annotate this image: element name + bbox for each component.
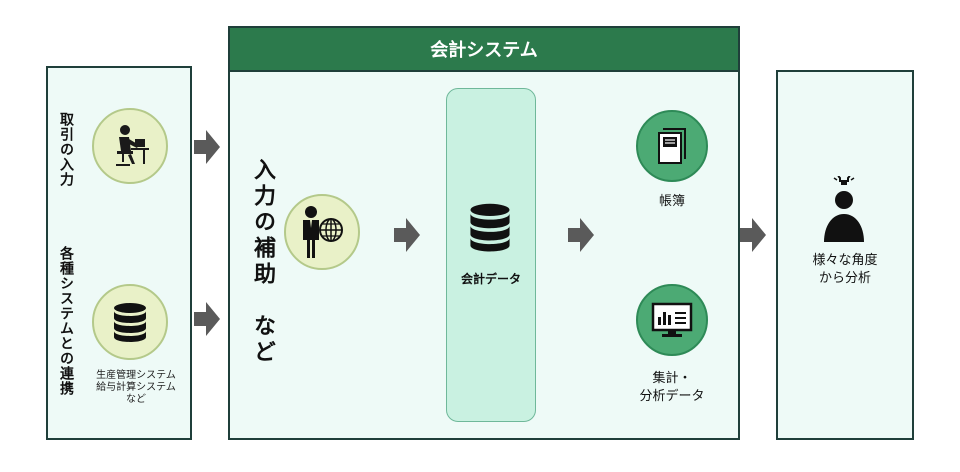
businessman-globe-icon [303, 206, 343, 258]
monitor-chart-circle [636, 284, 708, 356]
person-at-desk-icon [116, 125, 149, 166]
multi-angle-analysis-label: 様々な角度 から分析 [776, 252, 914, 288]
database-icon [114, 303, 146, 342]
systems-note-line-1: 生産管理システム [96, 370, 176, 381]
analysis-panel [776, 70, 914, 440]
database-circle-left [92, 284, 168, 360]
ledger-label: 帳簿 [658, 194, 685, 209]
arrow-right-icon [568, 218, 594, 252]
accounting-system-header: 会計システム [230, 28, 738, 72]
summary-analysis-label: 集計・ 分析データ [616, 370, 728, 406]
right-label-line-1: 様々な角度 [812, 253, 878, 268]
summary-label-line-1: 集計・ [652, 371, 692, 386]
person-at-desk-circle [92, 108, 168, 184]
monitor-chart-icon [651, 302, 693, 337]
arrow-right-icon [394, 218, 420, 252]
right-label-line-2: から分析 [818, 271, 871, 286]
input-assist-title: 入力の補助 など [250, 158, 275, 366]
ledger-icon [658, 128, 686, 164]
systems-note-line-3: など [126, 394, 146, 405]
summary-label-line-2: 分析データ [639, 389, 705, 404]
systems-note: 生産管理システム 給与計算システム など [86, 370, 186, 406]
arrow-right-icon [740, 218, 766, 252]
accounting-data-box [446, 88, 536, 422]
ledger-circle [636, 110, 708, 182]
system-integration-title: 各種システムとの連携 [58, 246, 74, 396]
transaction-input-title: 取引の入力 [58, 112, 74, 187]
database-icon [470, 203, 510, 252]
systems-note-line-2: 給与計算システム [96, 382, 176, 393]
person-lightbulb-icon [824, 176, 864, 242]
businessman-globe-circle [284, 194, 360, 270]
arrow-right-icon [194, 302, 220, 336]
arrow-right-icon [194, 130, 220, 164]
accounting-data-label: 会計データ [460, 272, 521, 286]
